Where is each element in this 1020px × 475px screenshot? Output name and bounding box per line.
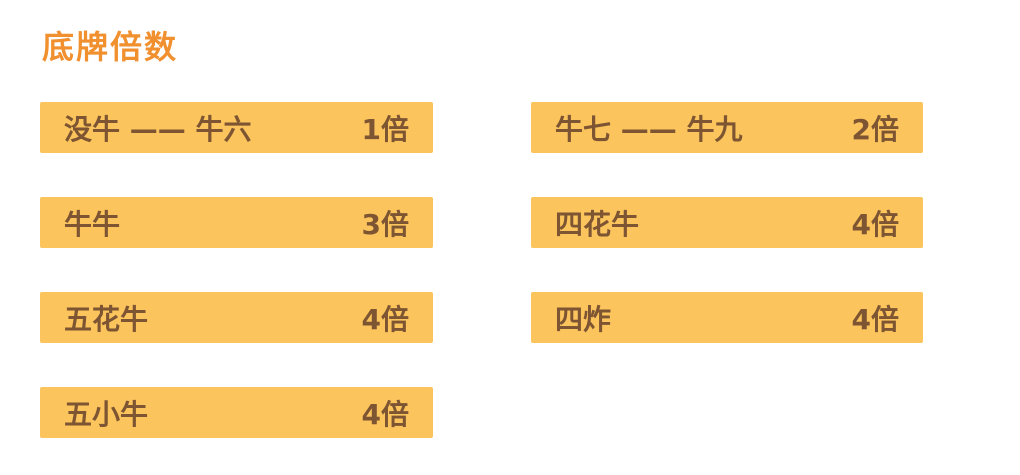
page-title: 底牌倍数 bbox=[42, 28, 179, 66]
hand-type-label: 四花牛 bbox=[555, 207, 640, 241]
multiplier-row-five-small-bull: 五小牛 4倍 bbox=[40, 387, 433, 438]
multiplier-value: 4倍 bbox=[361, 302, 409, 336]
hand-type-label: 五花牛 bbox=[64, 302, 149, 336]
multiplier-value: 4倍 bbox=[851, 207, 899, 241]
multiplier-value: 1倍 bbox=[361, 112, 409, 146]
multiplier-row-bull-bull: 牛牛 3倍 bbox=[40, 197, 433, 248]
hand-type-label: 牛牛 bbox=[64, 207, 121, 241]
multiplier-value: 4倍 bbox=[851, 302, 899, 336]
hand-type-label: 四炸 bbox=[555, 302, 612, 336]
multiplier-value: 4倍 bbox=[361, 397, 409, 431]
multiplier-value: 2倍 bbox=[851, 112, 899, 146]
multiplier-value: 3倍 bbox=[361, 207, 409, 241]
multiplier-table: 没牛 —— 牛六 1倍 牛七 —— 牛九 2倍 牛牛 3倍 四花牛 4倍 五花牛… bbox=[40, 102, 923, 438]
multiplier-row-five-flower-bull: 五花牛 4倍 bbox=[40, 292, 433, 343]
multiplier-row-four-flower-bull: 四花牛 4倍 bbox=[531, 197, 923, 248]
hand-type-label: 五小牛 bbox=[64, 397, 149, 431]
hand-type-label: 没牛 —— 牛六 bbox=[64, 112, 252, 146]
hand-type-label: 牛七 —— 牛九 bbox=[555, 112, 743, 146]
multiplier-row-four-bomb: 四炸 4倍 bbox=[531, 292, 923, 343]
multiplier-row-bull7-to-bull9: 牛七 —— 牛九 2倍 bbox=[531, 102, 923, 153]
multiplier-row-no-bull-to-bull6: 没牛 —— 牛六 1倍 bbox=[40, 102, 433, 153]
